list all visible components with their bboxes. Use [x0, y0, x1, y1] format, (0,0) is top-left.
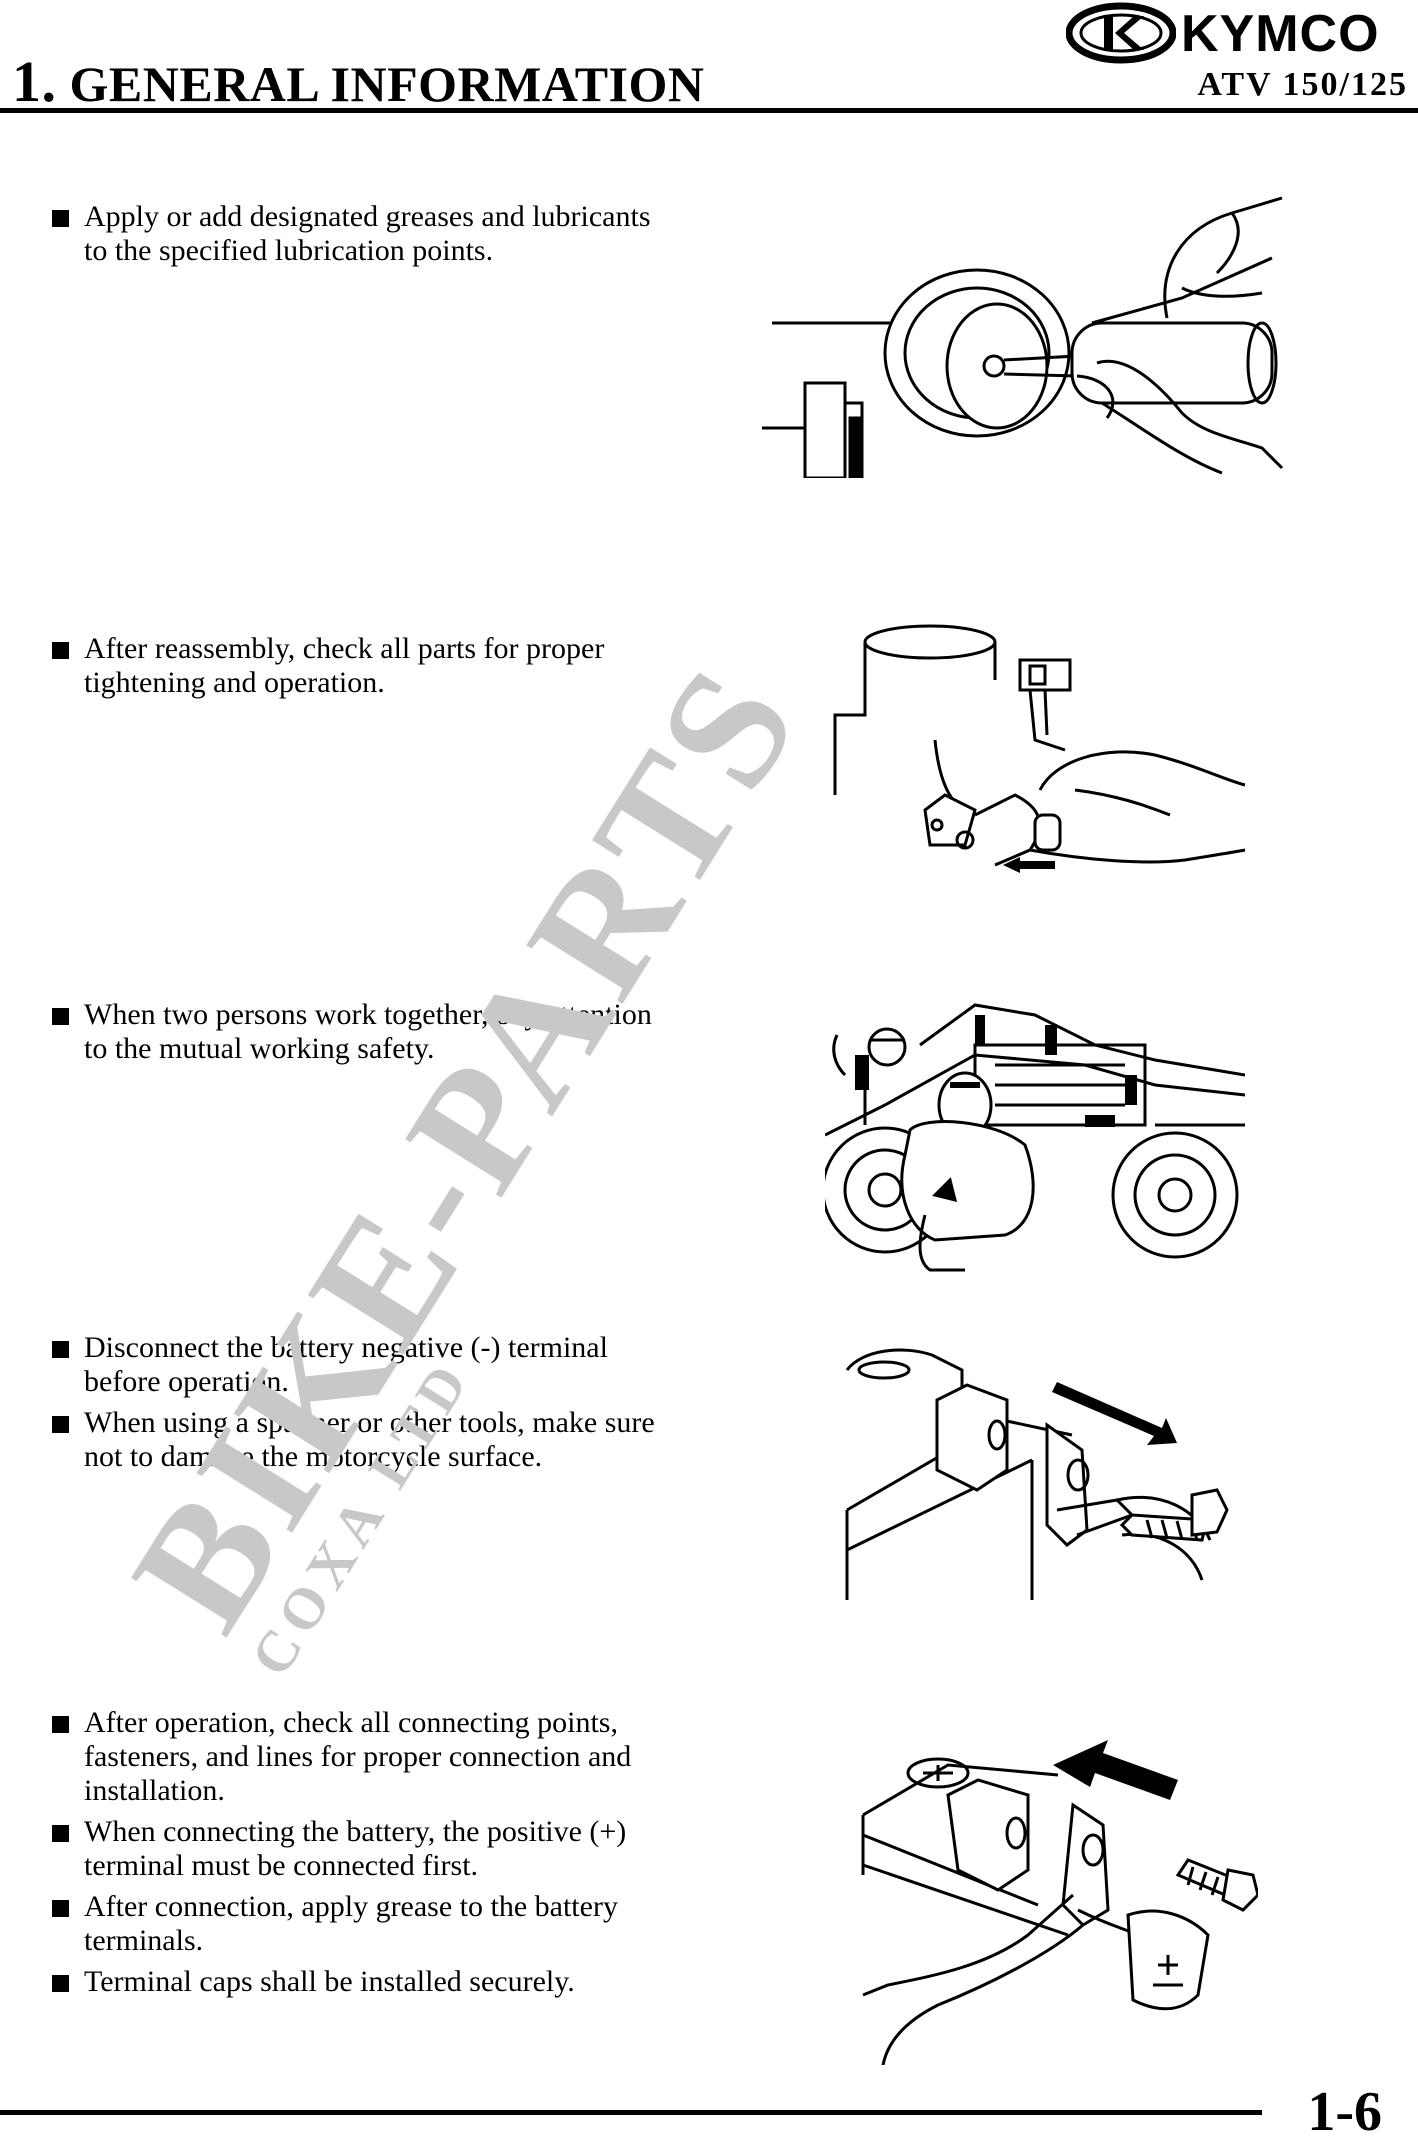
bullet-item: When connecting the battery, the positiv…: [52, 1815, 672, 1883]
bullet-item: Disconnect the battery negative (-) term…: [52, 1331, 672, 1399]
bullet-square-icon: [52, 210, 69, 227]
page-header: 1. GENERAL INFORMATION KYMCO ATV 150/125: [0, 0, 1418, 115]
grease-gun-lubrication-illustration: [762, 196, 1284, 478]
bullet-item: Terminal caps shall be installed securel…: [52, 1965, 672, 1999]
chapter-number: 1.: [12, 49, 57, 114]
bullet-square-icon: [52, 642, 69, 659]
bullet-square-icon: [52, 1341, 69, 1358]
bullet-square-icon: [52, 1975, 69, 1992]
instruction-section-5: After operation, check all connecting po…: [52, 1706, 672, 2006]
bullet-item: After connection, apply grease to the ba…: [52, 1890, 672, 1958]
chapter-title-text: GENERAL INFORMATION: [69, 56, 705, 112]
kymco-emblem-icon: [1065, 2, 1177, 64]
header-rule: [0, 108, 1418, 113]
instruction-section-4: Disconnect the battery negative (-) term…: [52, 1331, 672, 1481]
bullet-item: When two persons work together, pay atte…: [52, 998, 672, 1066]
carburetor-adjustment-illustration: [833, 624, 1246, 873]
chapter-title: 1. GENERAL INFORMATION: [12, 48, 705, 115]
bullet-item: Apply or add designated greases and lubr…: [52, 200, 672, 268]
bullet-square-icon: [52, 1716, 69, 1733]
bullet-square-icon: [52, 1008, 69, 1025]
bullet-item: After operation, check all connecting po…: [52, 1706, 672, 1808]
kymco-logo: KYMCO: [1065, 2, 1416, 66]
page-number: 1-6: [1307, 2081, 1382, 2143]
watermark-main-text: BIKE-PARTS: [96, 633, 836, 1660]
bullet-item: When using a spanner or other tools, mak…: [52, 1406, 672, 1474]
battery-terminal-connect-illustration: [861, 1740, 1258, 2065]
battery-terminal-disconnect-illustration: [845, 1348, 1229, 1600]
footer-rule: [0, 2110, 1262, 2115]
bullet-square-icon: [52, 1900, 69, 1917]
instruction-section-2: After reassembly, check all parts for pr…: [52, 632, 672, 707]
model-name: ATV 150/125: [1197, 66, 1408, 103]
bullet-item: After reassembly, check all parts for pr…: [52, 632, 672, 700]
instruction-section-3: When two persons work together, pay atte…: [52, 998, 672, 1073]
logo-text: KYMCO: [1181, 5, 1380, 63]
bullet-square-icon: [52, 1825, 69, 1842]
bullet-square-icon: [52, 1416, 69, 1433]
two-mechanics-atv-illustration: [825, 1003, 1245, 1272]
instruction-section-1: Apply or add designated greases and lubr…: [52, 200, 672, 275]
